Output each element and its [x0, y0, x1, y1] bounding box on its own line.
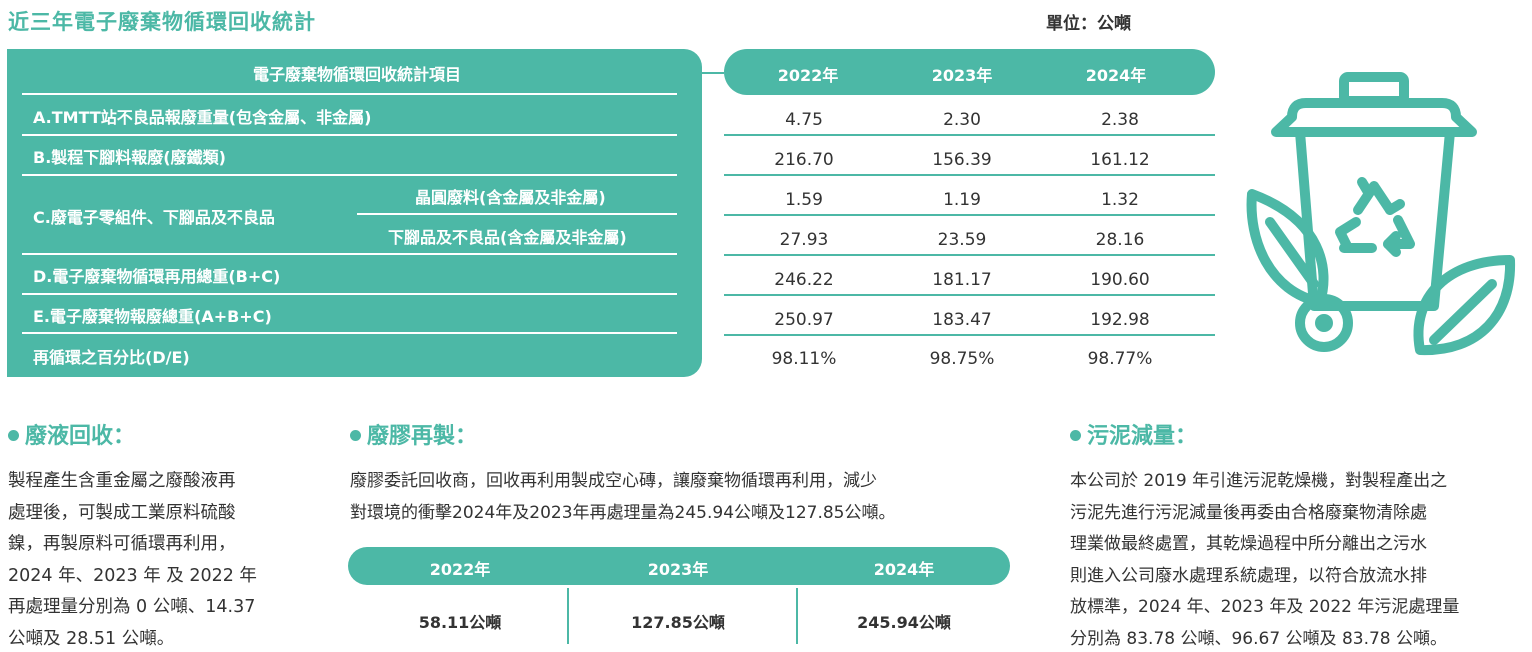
bullet-dot-icon — [350, 429, 361, 441]
value-b-2022: 216.70 — [774, 150, 834, 170]
bullet-dot-icon — [8, 429, 19, 441]
glue-value-2023: 127.85公噸 — [631, 613, 725, 632]
value-a-2024: 2.38 — [1101, 110, 1139, 130]
row-divider — [724, 334, 1215, 336]
row-divider — [724, 174, 1215, 176]
waste-liquid-heading: 廢液回收： — [8, 418, 135, 450]
value-a-2023: 2.30 — [943, 110, 981, 130]
value-e-2023: 183.47 — [932, 310, 992, 330]
bullet-dot-icon — [1070, 429, 1081, 441]
glue-year-2023: 2023年 — [647, 560, 709, 579]
year-header: 2022年 2023年 2024年 — [724, 49, 1215, 95]
divider — [22, 174, 677, 176]
sludge-heading: 污泥減量： — [1070, 418, 1197, 450]
text-line: 製程產生含重金屬之廢酸液再 — [8, 471, 236, 491]
connector-line — [702, 72, 724, 74]
text-line: 處理後，可製成工業原料硫酸 — [8, 502, 236, 523]
value-d-2024: 190.60 — [1090, 270, 1150, 290]
value-e-2024: 192.98 — [1090, 310, 1150, 330]
glue-value-2024: 245.94公噸 — [857, 613, 951, 632]
glue-year-2022: 2022年 — [429, 560, 491, 579]
divider — [22, 293, 677, 295]
text-line: 污泥先進行污泥減量後再委由合格廢棄物清除處 — [1070, 502, 1427, 523]
text-line: 則進入公司廢水處理系統處理，以符合放流水排 — [1070, 565, 1427, 586]
text-line: 分別為 83.78 公噸、96.67 公噸及 83.78 公噸。 — [1070, 628, 1448, 649]
value-c2-2022: 27.93 — [779, 230, 829, 250]
glue-value-2022: 58.11公噸 — [418, 613, 502, 632]
waste-liquid-title: 廢液回收： — [25, 424, 136, 449]
waste-glue-text: 廢膠委託回收商，回收再利用製成空心磚，讓廢棄物循環再利用，減少 對環境的衝擊20… — [350, 466, 1020, 529]
text-line: 再處理量分別為 0 公噸、14.37 — [8, 597, 256, 617]
value-b-2023: 156.39 — [932, 150, 992, 170]
text-line: 2024 年、2023 年 及 2022 年 — [8, 565, 257, 586]
year-2024: 2024年 — [1085, 66, 1147, 85]
text-line: 本公司於 2019 年引進污泥乾燥機，對製程產出之 — [1070, 471, 1448, 491]
row-label-c2: 下腳品及不良品(含金屬及非金屬) — [388, 228, 627, 247]
column-divider — [567, 588, 569, 644]
glue-year-2024: 2024年 — [873, 560, 935, 579]
row-label-b: B.製程下腳料報廢(廢鐵類) — [33, 148, 226, 167]
divider — [357, 213, 677, 215]
row-divider — [724, 294, 1215, 296]
value-e-2022: 250.97 — [774, 310, 834, 330]
text-line: 理業做最終處置，其乾燥過程中所分離出之污水 — [1070, 534, 1427, 554]
page-title: 近三年電子廢棄物循環回收統計 — [8, 10, 316, 34]
value-d-2022: 246.22 — [774, 270, 834, 290]
text-line: 對環境的衝擊2024年及2023年再處理量為245.94公噸及127.85公噸。 — [350, 502, 896, 523]
item-header: 電子廢棄物循環回收統計項目 — [252, 65, 461, 84]
year-2023: 2023年 — [931, 66, 993, 85]
divider — [22, 253, 677, 255]
text-line: 公噸及 28.51 公噸。 — [8, 628, 175, 649]
row-divider — [724, 254, 1215, 256]
column-divider — [796, 588, 798, 644]
unit-label: 單位：公噸 — [1046, 14, 1131, 34]
value-ratio-2024: 98.77% — [1087, 349, 1153, 369]
glue-year-header: 2022年 2023年 2024年 — [348, 547, 1010, 585]
row-label-d: D.電子廢棄物循環再用總重(B+C) — [33, 267, 281, 286]
divider — [22, 134, 677, 136]
text-line: 鎳，再製原料可循環再利用， — [8, 534, 236, 554]
row-label-c1: 晶圓廢料(含金屬及非金屬) — [415, 188, 606, 207]
row-label-e: E.電子廢棄物報廢總重(A+B+C) — [33, 307, 272, 326]
row-divider — [724, 134, 1215, 136]
text-line: 放標準，2024 年、2023 年及 2022 年污泥處理量 — [1070, 597, 1460, 617]
value-b-2024: 161.12 — [1090, 150, 1150, 170]
row-label-a: A.TMTT站不良品報廢重量(包含金屬、非金屬) — [33, 108, 372, 127]
sludge-title: 污泥減量： — [1087, 424, 1198, 449]
sludge-text: 本公司於 2019 年引進污泥乾燥機，對製程產出之 污泥先進行污泥減量後再委由合… — [1070, 466, 1530, 652]
waste-liquid-text: 製程產生含重金屬之廢酸液再 處理後，可製成工業原料硫酸 鎳，再製原料可循環再利用… — [8, 466, 308, 652]
divider — [22, 332, 677, 334]
row-label-c: C.廢電子零組件、下腳品及不良品 — [33, 208, 275, 227]
value-c1-2024: 1.32 — [1101, 190, 1139, 210]
recycle-bin-leaves-icon — [1246, 72, 1516, 356]
waste-glue-title: 廢膠再製： — [367, 424, 478, 449]
value-a-2022: 4.75 — [785, 110, 823, 130]
value-c2-2023: 23.59 — [937, 230, 987, 250]
value-c2-2024: 28.16 — [1095, 230, 1145, 250]
row-label-ratio: 再循環之百分比(D/E) — [33, 348, 190, 367]
row-divider — [724, 214, 1215, 216]
year-2022: 2022年 — [777, 66, 839, 85]
value-c1-2023: 1.19 — [943, 190, 981, 210]
value-d-2023: 181.17 — [932, 270, 992, 290]
item-label-panel: 電子廢棄物循環回收統計項目 A.TMTT站不良品報廢重量(包含金屬、非金屬) B… — [7, 49, 702, 377]
value-ratio-2022: 98.11% — [771, 349, 837, 369]
waste-glue-heading: 廢膠再製： — [350, 418, 477, 450]
text-line: 廢膠委託回收商，回收再利用製成空心磚，讓廢棄物循環再利用，減少 — [350, 471, 877, 491]
divider — [22, 93, 677, 95]
value-ratio-2023: 98.75% — [929, 349, 995, 369]
value-c1-2022: 1.59 — [785, 190, 823, 210]
